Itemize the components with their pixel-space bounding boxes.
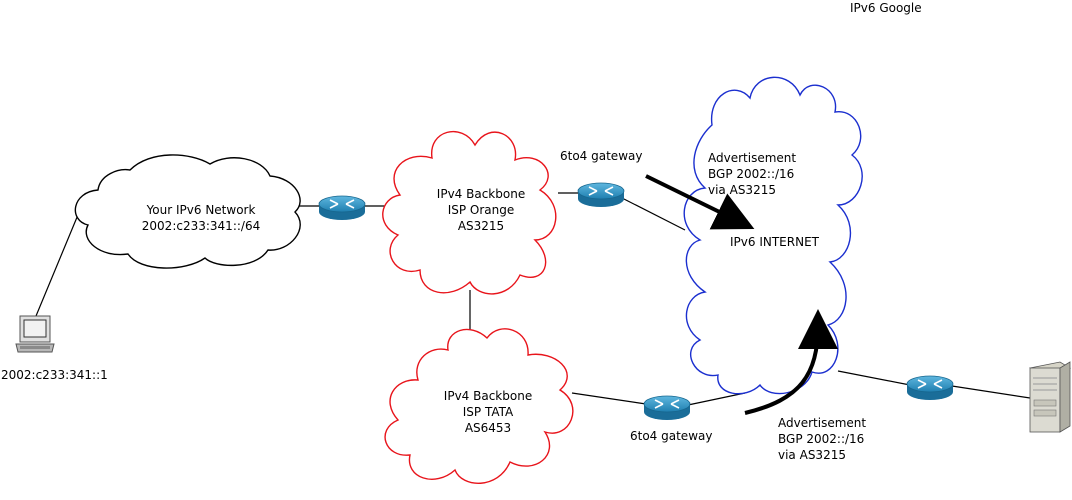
home-network-cloud: [74, 154, 301, 269]
computer-icon: [15, 315, 55, 353]
tata-line1: IPv4 Backbone: [444, 389, 532, 403]
orange-backbone-cloud: [382, 130, 557, 295]
advertisement-top-line2: BGP 2002::/16: [708, 167, 794, 181]
gateway-top-label: 6to4 gateway: [560, 149, 642, 163]
router-google-icon: [906, 375, 954, 401]
advertisement-bottom-line3: via AS3215: [778, 448, 846, 462]
link-tata-gateway: [571, 392, 647, 405]
advertisement-arrow-top: [645, 174, 755, 230]
connection-lines: [35, 192, 1031, 406]
gateway-bottom-label: 6to4 gateway: [630, 429, 712, 443]
link-router-server: [951, 385, 1031, 399]
link-gateway-internet: [621, 197, 686, 231]
link-gateway-internet-bottom: [687, 392, 746, 406]
laptop-address-label: 2002:c233:341::1: [1, 368, 108, 382]
internet-label: IPv6 INTERNET: [730, 235, 820, 249]
advertisement-arrow-bottom: [744, 309, 838, 415]
tata-line2: ISP TATA: [463, 405, 514, 419]
home-network-line2: 2002:c233:341::/64: [142, 219, 260, 233]
page-title: IPv6 Google: [850, 1, 922, 15]
router-gateway-top-icon: [577, 182, 625, 208]
advertisement-bottom-line2: BGP 2002::/16: [778, 432, 864, 446]
home-network-line1: Your IPv6 Network: [146, 203, 256, 217]
tata-line3: AS6453: [465, 421, 511, 435]
advertisement-bottom-line1: Advertisement: [778, 416, 866, 430]
router-gateway-bottom-icon: [643, 395, 691, 421]
link-laptop-home: [35, 209, 81, 317]
advertisement-top-line1: Advertisement: [708, 151, 796, 165]
advertisement-top-line3: via AS3215: [708, 183, 776, 197]
server-icon: [1028, 361, 1072, 433]
orange-line2: ISP Orange: [448, 203, 515, 217]
tata-backbone-cloud: [384, 328, 574, 484]
orange-line1: IPv4 Backbone: [437, 187, 525, 201]
orange-line3: AS3215: [458, 219, 504, 233]
link-internet-router: [837, 370, 911, 386]
router-home-icon: [318, 195, 366, 221]
